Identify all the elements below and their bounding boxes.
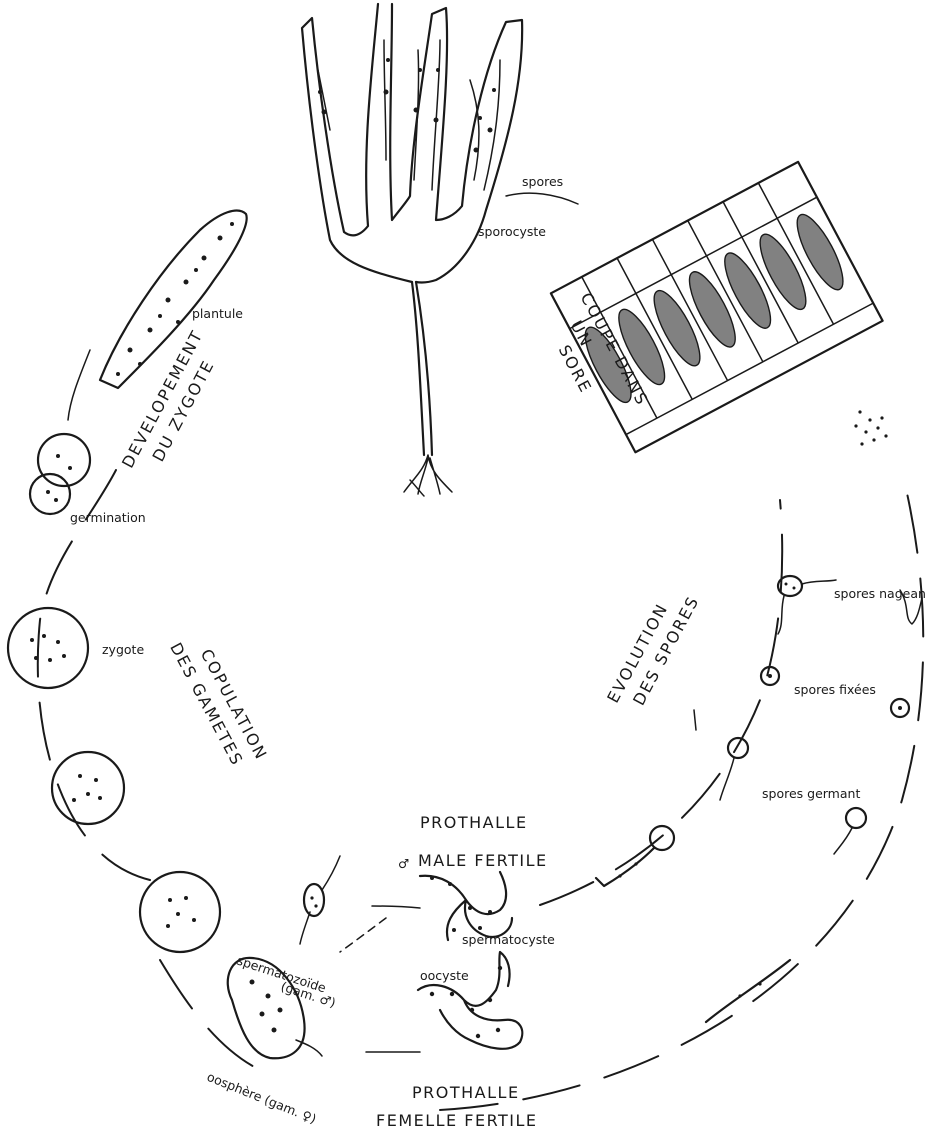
arrow-to-sperm bbox=[372, 906, 420, 908]
cycle-top-left bbox=[68, 350, 90, 420]
label-oocyste: oocyste bbox=[420, 968, 469, 983]
blade-texture bbox=[318, 40, 500, 190]
fertilized-egg bbox=[52, 752, 124, 824]
title-copulation: COPULATION DES GAMETES bbox=[166, 628, 271, 775]
cycle-inner bbox=[540, 500, 782, 905]
title-prothalle-male-1: PROTHALLE bbox=[420, 813, 528, 832]
cycle-left-bottom bbox=[160, 960, 260, 1070]
plantule-texture bbox=[116, 222, 234, 376]
label-spores-fixees: spores fixées bbox=[794, 682, 876, 697]
spore-filament bbox=[596, 826, 790, 1022]
arrow-sperm-dash bbox=[340, 918, 386, 952]
blade bbox=[302, 4, 522, 282]
cycle-left bbox=[38, 470, 150, 880]
label-spores-nageant: spores nageant bbox=[834, 586, 926, 601]
sporocysts bbox=[577, 209, 851, 408]
title-evolution: EVOLUTION DES SPORES bbox=[603, 581, 703, 717]
label-spores-germant: spores germant bbox=[762, 786, 860, 801]
arrow-spores bbox=[506, 193, 578, 204]
title-development: DEVELOPEMENT DU ZYGOTE bbox=[118, 326, 228, 482]
male-prothallus bbox=[420, 872, 512, 940]
male-symbol: ♂ bbox=[398, 856, 409, 871]
label-sporocyste: sporocyste bbox=[478, 224, 546, 239]
holdfast bbox=[404, 455, 452, 496]
title-prothalle-femelle-2: FEMELLE FERTILE bbox=[376, 1111, 538, 1130]
label-spermatocyste: spermatocyste bbox=[462, 932, 555, 947]
label-oosphere: oosphère (gam. ♀) bbox=[205, 1069, 319, 1127]
released-spores bbox=[854, 410, 887, 445]
adult-sporophyte bbox=[302, 4, 522, 496]
title-prothalle-femelle-1: PROTHALLE bbox=[412, 1083, 520, 1102]
evo-tick bbox=[694, 710, 696, 730]
female-prothallus bbox=[418, 952, 522, 1049]
stipe bbox=[412, 282, 432, 455]
germinating-zygote bbox=[30, 434, 90, 514]
label-zygote: zygote bbox=[102, 642, 144, 657]
blade-dots bbox=[318, 58, 496, 153]
label-germination: germination bbox=[70, 510, 146, 525]
title-prothalle-male-2: MALE FERTILE bbox=[418, 851, 548, 870]
zygote bbox=[8, 608, 88, 688]
egg-with-sperm bbox=[140, 872, 220, 952]
swimming-spore bbox=[778, 576, 836, 634]
label-spores: spores bbox=[522, 174, 563, 189]
spermatozoid bbox=[300, 856, 340, 944]
label-plantule: plantule bbox=[192, 306, 243, 321]
